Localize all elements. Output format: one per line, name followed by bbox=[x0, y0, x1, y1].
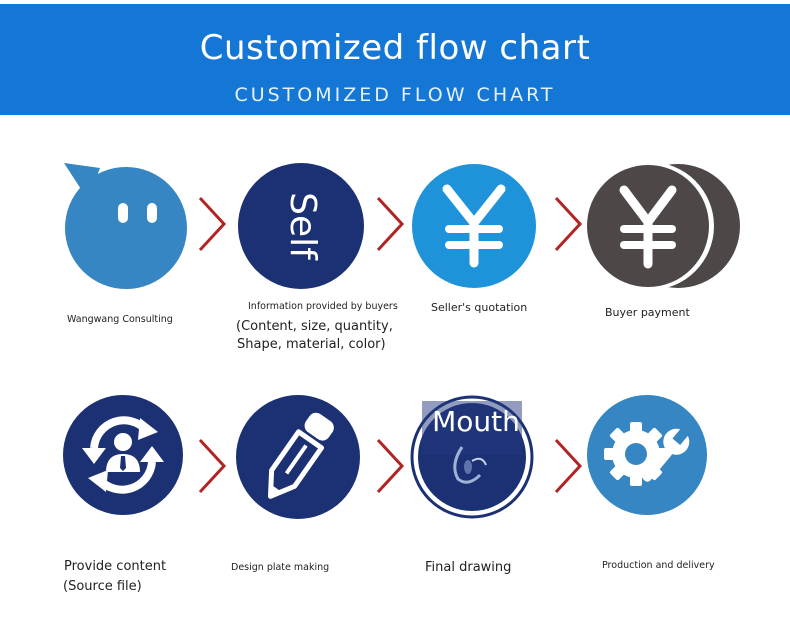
step-2-detail-line1: (Content, size, quantity, bbox=[236, 319, 393, 334]
step-2-detail-line2: Shape, material, color) bbox=[237, 337, 386, 352]
pencil-icon bbox=[236, 395, 360, 519]
arrow-right-icon bbox=[196, 196, 228, 256]
gear-wrench-icon bbox=[587, 395, 707, 515]
self-badge-icon: Self bbox=[238, 163, 364, 289]
step-4-label: Buyer payment bbox=[605, 306, 690, 319]
step-6-label: Design plate making bbox=[231, 562, 330, 573]
step-5-detail-line1: (Source file) bbox=[63, 579, 142, 594]
step-8-node bbox=[586, 394, 708, 516]
yen-coin-icon bbox=[586, 162, 740, 290]
step-1-label: Wangwang Consulting bbox=[67, 314, 173, 325]
step-5-node bbox=[62, 394, 184, 516]
page-title: Customized flow chart bbox=[199, 28, 591, 68]
self-badge-text: Self bbox=[282, 192, 323, 261]
step-3-node bbox=[411, 163, 537, 289]
arrow-right-icon bbox=[374, 438, 406, 498]
arrow-right-icon bbox=[552, 196, 584, 256]
step-5-label: Provide content bbox=[64, 559, 167, 574]
page-subtitle: CUSTOMIZED FLOW CHART bbox=[234, 84, 556, 106]
step-3-label: Seller's quotation bbox=[431, 301, 528, 314]
chat-bubble-icon bbox=[64, 163, 187, 289]
step-6-node bbox=[236, 395, 362, 519]
arrow-right-icon bbox=[374, 196, 406, 256]
arrow-right-icon bbox=[196, 438, 228, 498]
step-7-node: Mouth bbox=[410, 395, 534, 519]
person-refresh-icon bbox=[63, 395, 183, 515]
step-8-label: Production and delivery bbox=[602, 560, 715, 571]
arrow-right-icon bbox=[552, 438, 584, 498]
step-2-label: Information provided by buyers bbox=[248, 301, 398, 312]
step-7-label: Final drawing bbox=[425, 560, 512, 575]
step-1-node bbox=[60, 160, 190, 292]
step-2-node: Self bbox=[236, 161, 366, 291]
yen-icon bbox=[412, 164, 536, 288]
header-banner: Customized flow chart CUSTOMIZED FLOW CH… bbox=[0, 4, 790, 115]
step-4-node bbox=[586, 162, 742, 290]
final-drawing-icon: Mouth bbox=[410, 395, 534, 519]
final-drawing-text: Mouth bbox=[432, 405, 520, 438]
